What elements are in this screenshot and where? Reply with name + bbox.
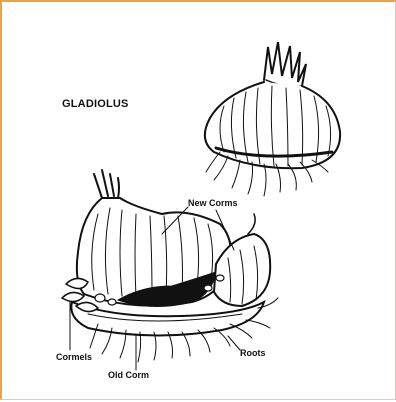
label-roots: Roots	[240, 348, 266, 358]
single-corm-drawing	[205, 42, 340, 196]
label-new-corms: New Corms	[188, 198, 238, 208]
label-old-corm: Old Corm	[108, 370, 149, 380]
cutaway-corm-drawing	[62, 170, 278, 370]
label-cormels: Cormels	[56, 352, 92, 362]
figure-title: GLADIOLUS	[62, 98, 129, 110]
